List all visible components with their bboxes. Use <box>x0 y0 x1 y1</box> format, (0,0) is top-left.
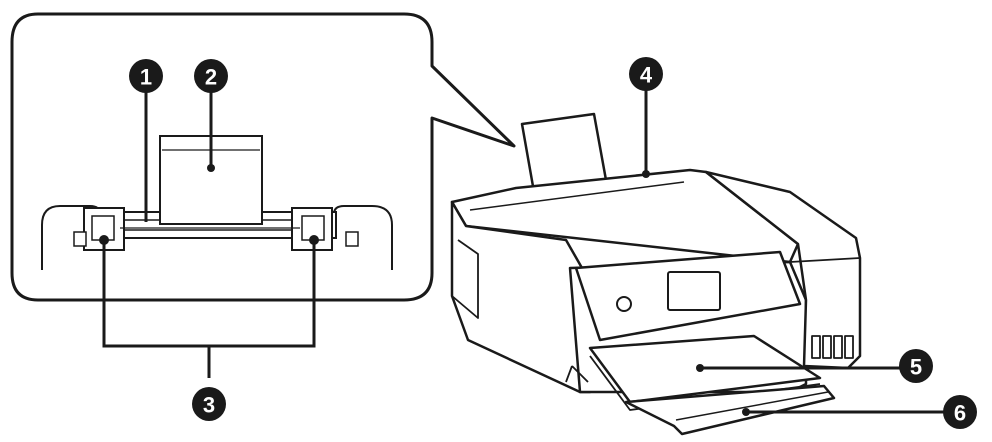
callout-5-number: 5 <box>910 355 922 380</box>
callout-4: 4 <box>629 57 663 91</box>
callout-2-number: 2 <box>205 65 217 90</box>
inset-edge-guide-right <box>291 207 359 251</box>
printer-lcd-screen <box>667 271 721 311</box>
callout-2: 2 <box>194 59 228 93</box>
callout-1-number: 1 <box>140 65 152 90</box>
zoom-inset <box>10 12 516 378</box>
callout-3: 3 <box>192 387 226 421</box>
callout-1: 1 <box>129 59 163 93</box>
printer-ink-tank-unit <box>704 170 862 370</box>
callout-4-number: 4 <box>640 63 653 88</box>
callout-6: 6 <box>943 395 977 429</box>
printer-power-button <box>616 296 632 312</box>
callout-3-number: 3 <box>203 393 215 418</box>
leader-bracket-3 <box>102 240 316 378</box>
callout-6-number: 6 <box>954 401 966 426</box>
printer-ink-windows <box>811 335 854 359</box>
callout-5: 5 <box>899 349 933 383</box>
printer <box>450 90 944 436</box>
